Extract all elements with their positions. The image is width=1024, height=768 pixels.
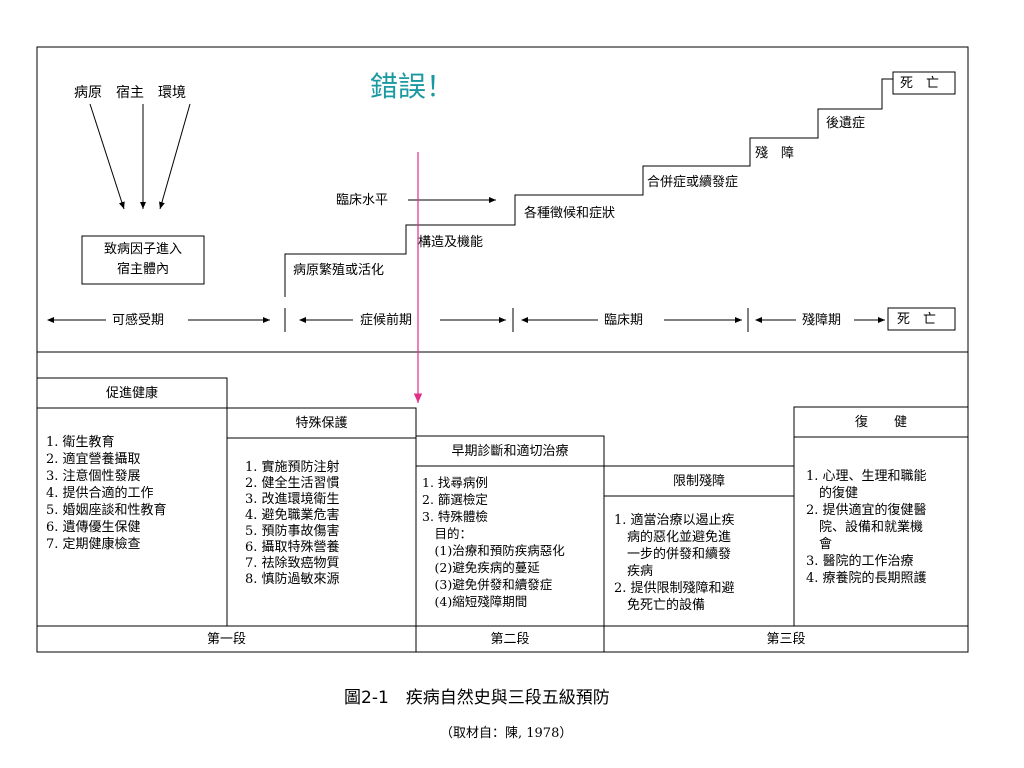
period-clinical: 臨床期 xyxy=(604,313,644,328)
step-symptoms: 各種徵候和症狀 xyxy=(524,206,616,221)
list-item: 目的： xyxy=(422,526,473,541)
level-5-title: 復 健 xyxy=(854,415,907,430)
list-item: 1. 衛生教育 xyxy=(46,435,115,450)
list-item: 3. 注意個性發展 xyxy=(46,469,141,484)
list-item: 1. 心理、生理和職能 xyxy=(806,469,927,484)
list-item: 3. 特殊體檢 xyxy=(422,509,488,524)
list-item: 4. 提供合適的工作 xyxy=(46,486,154,501)
list-item: 的復健 xyxy=(806,486,859,501)
step-complications: 合併症或續發症 xyxy=(647,175,739,190)
list-item: 免死亡的設備 xyxy=(614,598,706,613)
agent-box-line1: 致病因子進入 xyxy=(103,242,182,257)
level-3-title: 早期診斷和適切治療 xyxy=(451,444,569,459)
level-3-list: 1. 找尋病例 2. 篩選檢定 3. 特殊體檢 目的： (1)治療和預防疾病惡化… xyxy=(422,474,565,610)
level-4-title: 限制殘障 xyxy=(672,474,725,489)
factors-label: 病原 宿主 環境 xyxy=(74,85,186,101)
stage-3-label: 第三段 xyxy=(766,632,806,647)
list-item: 4. 療養院的長期照護 xyxy=(806,571,927,586)
list-item: (2)避免疾病的蔓延 xyxy=(422,560,540,575)
list-item: 2. 提供限制殘障和避 xyxy=(614,581,735,596)
step-sequelae: 後遺症 xyxy=(826,116,866,131)
list-item: 6. 攝取特殊營養 xyxy=(245,540,340,555)
list-item: 5. 婚姻座談和性教育 xyxy=(46,503,167,518)
step-structure: 構造及機能 xyxy=(418,235,484,250)
list-item: 會 xyxy=(806,537,833,552)
level-5-list: 1. 心理、生理和職能 的復健 2. 提供適宜的復健醫 院、設備和就業機 會 3… xyxy=(806,468,927,587)
clinical-level-label: 臨床水平 xyxy=(336,193,389,208)
list-item: 院、設備和就業機 xyxy=(806,520,924,535)
list-item: (1)治療和預防疾病惡化 xyxy=(422,543,565,558)
list-item: 7. 祛除致癌物質 xyxy=(245,556,340,571)
list-item: 3. 醫院的工作治療 xyxy=(806,554,914,569)
level-1-title: 促進健康 xyxy=(105,386,158,401)
list-item: (3)避免併發和續發症 xyxy=(422,577,553,592)
list-item: 6. 遺傳優生保健 xyxy=(46,520,141,535)
list-item: 1. 實施預防注射 xyxy=(245,460,340,475)
list-item: 一步的併發和續發 xyxy=(614,547,732,562)
list-item: 病的惡化並避免進 xyxy=(614,530,732,545)
list-item: 2. 篩選檢定 xyxy=(422,492,488,507)
level-2-list: 1. 實施預防注射 2. 健全生活習慣 3. 改進環境衛生 4. 避免職業危害 … xyxy=(245,460,340,588)
level-4-list: 1. 適當治療以遏止疾 病的惡化並避免進 一步的併發和續發 疾病 2. 提供限制… xyxy=(614,512,735,614)
list-item: 疾病 xyxy=(614,564,654,579)
stage-1-label: 第一段 xyxy=(206,632,246,647)
step-disability: 殘 障 xyxy=(755,146,795,161)
list-item: 2. 提供適宜的復健醫 xyxy=(806,503,927,518)
error-mark: 錯誤！ xyxy=(370,70,455,103)
figure-caption: 圖2-1 疾病自然史與三段五級預防 xyxy=(344,688,610,708)
list-item: (4)縮短殘障期間 xyxy=(422,594,528,609)
list-item: 1. 適當治療以遏止疾 xyxy=(614,513,735,528)
period-presymptomatic: 症候前期 xyxy=(360,313,413,328)
list-item: 4. 避免職業危害 xyxy=(245,508,340,523)
list-item: 2. 健全生活習慣 xyxy=(245,476,340,491)
step-pathogen: 病原繁殖或活化 xyxy=(293,263,385,278)
agent-box-line2: 宿主體內 xyxy=(116,262,169,277)
list-item: 2. 適宜營養攝取 xyxy=(46,452,141,467)
list-item: 1. 找尋病例 xyxy=(422,475,488,490)
level-1-list: 1. 衛生教育 2. 適宜營養攝取 3. 注意個性發展 4. 提供合適的工作 5… xyxy=(46,434,167,553)
period-susceptible: 可感受期 xyxy=(112,313,165,328)
level-2-title: 特殊保護 xyxy=(295,416,348,431)
list-item: 5. 預防事故傷害 xyxy=(245,524,340,539)
list-item: 3. 改進環境衛生 xyxy=(245,492,340,507)
list-item: 8. 慎防過敏來源 xyxy=(245,572,340,587)
figure-source: （取材自：陳, 1978） xyxy=(440,726,573,741)
step-death: 死 亡 xyxy=(900,76,940,91)
list-item: 7. 定期健康檢查 xyxy=(46,537,141,552)
period-disability: 殘障期 xyxy=(802,313,842,328)
death-box-label: 死 亡 xyxy=(897,312,937,327)
stage-2-label: 第二段 xyxy=(490,632,530,647)
